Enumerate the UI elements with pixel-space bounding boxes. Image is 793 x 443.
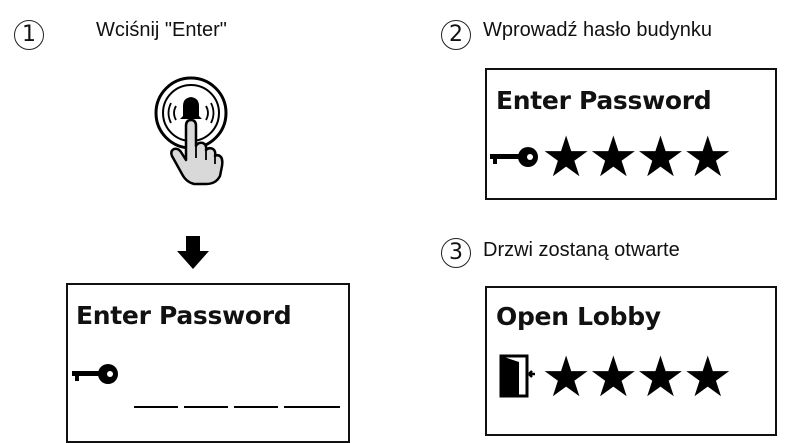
key-icon bbox=[490, 147, 538, 167]
key-icon bbox=[72, 364, 118, 384]
password-slot bbox=[134, 406, 178, 408]
arrow-down-icon bbox=[177, 236, 209, 269]
masked-password: ★★★★ bbox=[541, 345, 733, 410]
screen-enter-password-empty: Enter Password bbox=[66, 283, 350, 443]
step-2-number: 2 bbox=[441, 20, 471, 50]
door-open-icon bbox=[499, 354, 535, 398]
password-slot bbox=[184, 406, 228, 408]
screen-title: Enter Password bbox=[76, 301, 292, 330]
password-slot bbox=[284, 406, 340, 408]
bell-button-press-icon bbox=[154, 76, 228, 186]
step-3-caption: Drzwi zostaną otwarte bbox=[483, 239, 680, 261]
screen-title: Enter Password bbox=[496, 86, 712, 115]
masked-password: ★★★★ bbox=[541, 125, 733, 190]
step-2-caption: Wprowadź hasło budynku bbox=[483, 19, 713, 41]
screen-title: Open Lobby bbox=[496, 302, 661, 331]
password-slot bbox=[234, 406, 278, 408]
screen-enter-password-filled: Enter Password ★★★★ bbox=[485, 68, 777, 200]
step-1-caption: Wciśnij "Enter" bbox=[96, 19, 227, 41]
step-3-number: 3 bbox=[441, 238, 471, 268]
screen-open-lobby: Open Lobby ★★★★ bbox=[485, 286, 777, 436]
step-1-number: 1 bbox=[14, 20, 44, 50]
